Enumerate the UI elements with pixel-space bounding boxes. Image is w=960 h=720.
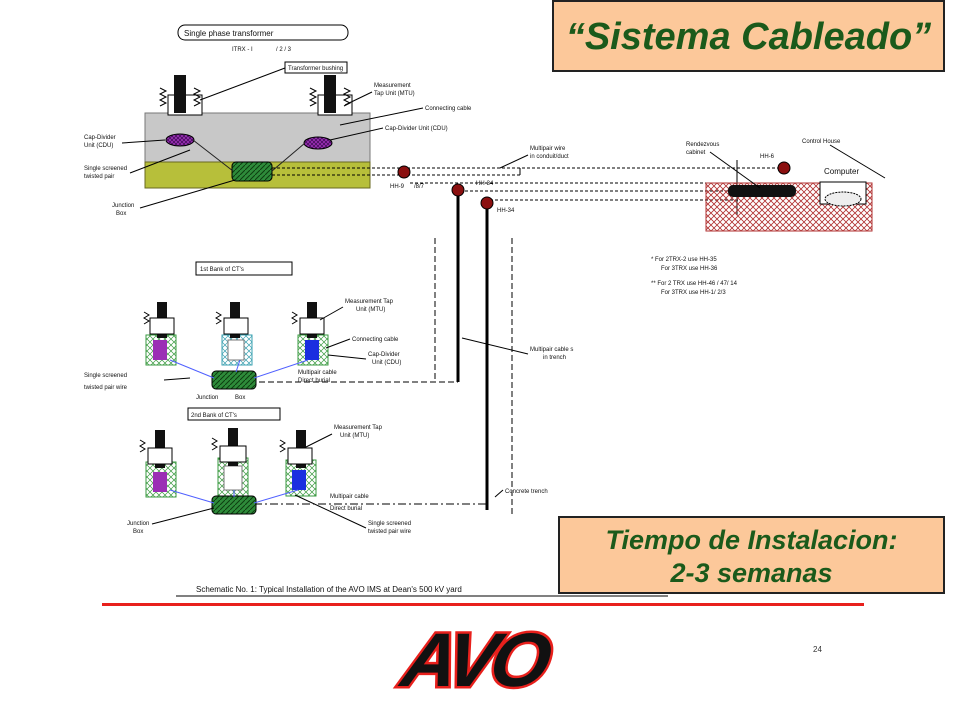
bank1-label: 1st Bank of CT's <box>200 267 244 273</box>
trench-runs: Multipair cable s in trench Concrete tre… <box>250 196 573 515</box>
bank1-cdu-2: Unit (CDU) <box>372 360 401 366</box>
bank1-mtu-1: Measurement Tap <box>345 299 394 305</box>
label-concrete-trench: Concrete trench <box>505 489 548 495</box>
bank1-screened-1: Single screened <box>84 373 127 379</box>
label-hh34-b: HH-34 <box>497 208 515 214</box>
bank2-multipair-1: Multipair cable <box>330 494 369 500</box>
label-control-house: Control House <box>802 139 841 145</box>
label-mtu-1: Measurement <box>374 83 411 89</box>
bank2-screened-1: Single screened <box>368 521 411 527</box>
label-itrx: ITRX - I <box>232 47 253 53</box>
label-hh34-a: HH-34 <box>476 181 494 187</box>
label-mtu-2: Tap Unit (MTU) <box>374 91 415 97</box>
note-4: For 3TRX use HH-1/ 2/3 <box>661 290 726 296</box>
bank1-junction-box <box>211 370 257 390</box>
diagram-caption: Schematic No. 1: Typical Installation of… <box>196 585 462 594</box>
bank1-ct-1 <box>143 302 177 366</box>
bushing-left <box>158 75 203 116</box>
bank2: 2nd Bank of CT's Measurement Tap Un <box>127 407 412 535</box>
label-trench-1: Multipair cable s <box>530 347 573 353</box>
install-time-line2: 2-3 semanas <box>670 558 833 588</box>
handhole-hh34-b <box>480 196 494 210</box>
bank1-junction: Junction <box>196 395 218 401</box>
handhole-hh9 <box>397 165 411 179</box>
logo-text: AVO <box>394 619 557 703</box>
label-transformer-bushing: Transformer bushing <box>288 66 343 72</box>
notes: * For 2TRX-2 use HH-35 For 3TRX use HH-3… <box>651 257 738 296</box>
label-single-phase: Single phase transformer <box>184 29 274 38</box>
page-number: 24 <box>813 645 822 654</box>
bank2-junction-2: Box <box>133 529 143 535</box>
bank2-ct-1 <box>139 430 177 498</box>
note-3: ** For 2 TRX use HH-46 / 47/ 14 <box>651 281 738 287</box>
install-time-line1: Tiempo de Instalacion: <box>605 525 898 555</box>
label-hh9: HH-9 <box>390 184 405 190</box>
red-rule-left <box>102 603 864 606</box>
label-cdu-left-2: Unit (CDU) <box>84 143 113 149</box>
bank2-junction-box <box>211 495 257 515</box>
label-hh6: HH-6 <box>760 154 775 160</box>
bank1-mtu-2: Unit (MTU) <box>356 307 385 313</box>
label-computer: Computer <box>824 167 859 176</box>
bank2-junction-1: Junction <box>127 521 149 527</box>
bank1: 1st Bank of CT's Measurement Tap Un <box>84 261 401 401</box>
label-multipair-2: in conduit/duct <box>530 154 569 160</box>
bank2-ct-2 <box>211 428 249 497</box>
bank2-screened-2: twisted pair wire <box>368 529 412 535</box>
label-cdu-right: Cap-Divider Unit (CDU) <box>385 126 448 132</box>
bank1-box: Box <box>235 395 245 401</box>
handhole-hh6 <box>777 161 791 175</box>
title-callout: “Sistema Cableado” <box>552 0 945 72</box>
label-junction-1: Junction <box>112 203 134 209</box>
cdu-left <box>165 133 195 147</box>
bank2-multipair-2: Direct burial <box>330 506 362 512</box>
junction-box-top <box>231 161 273 182</box>
label-hh9-sub: /8/7 <box>414 184 425 190</box>
rendezvous-cabinet <box>728 185 796 197</box>
bushing-right <box>308 75 353 116</box>
label-screened-2: twisted pair <box>84 174 114 180</box>
label-cdu-left-1: Cap-Divider <box>84 135 116 141</box>
bank1-ct-2 <box>215 302 253 366</box>
label-rendezvous-1: Rendezvous <box>686 142 719 148</box>
top-labels: Single phase transformer ITRX - I / 2 / … <box>84 24 472 217</box>
label-trench-2: in trench <box>543 355 566 361</box>
label-multipair-1: Multipair wire <box>530 146 566 152</box>
cdu-right <box>303 136 333 150</box>
handhole-hh34-a <box>451 183 465 197</box>
note-1: * For 2TRX-2 use HH-35 <box>651 257 717 263</box>
bank1-connecting: Connecting cable <box>352 337 399 343</box>
bank1-screened-2: twisted pair wire <box>84 385 128 391</box>
transformer-group <box>144 75 371 189</box>
label-itrx-sub: / 2 / 3 <box>276 47 292 53</box>
label-screened-1: Single screened <box>84 166 127 172</box>
install-time-callout: Tiempo de Instalacion: 2-3 semanas <box>558 516 945 594</box>
bank1-ct-3 <box>291 302 329 366</box>
note-2: For 3TRX use HH-36 <box>661 266 718 272</box>
bank2-label: 2nd Bank of CT's <box>191 413 237 419</box>
bank1-multipair-2: Direct burial <box>298 378 330 384</box>
control-house: Rendezvous cabinet Control House Compute… <box>686 139 886 232</box>
bank1-cdu-1: Cap-Divider <box>368 352 400 358</box>
bank2-ct-3 <box>279 430 317 497</box>
bank2-mtu-2: Unit (MTU) <box>340 433 369 439</box>
bank1-multipair-1: Multipair cable <box>298 370 337 376</box>
label-connecting-cable: Connecting cable <box>425 106 472 112</box>
bank2-mtu-1: Measurement Tap <box>334 425 383 431</box>
label-rendezvous-2: cabinet <box>686 150 706 156</box>
avo-logo: AVO <box>392 616 560 705</box>
label-junction-2: Box <box>116 211 126 217</box>
